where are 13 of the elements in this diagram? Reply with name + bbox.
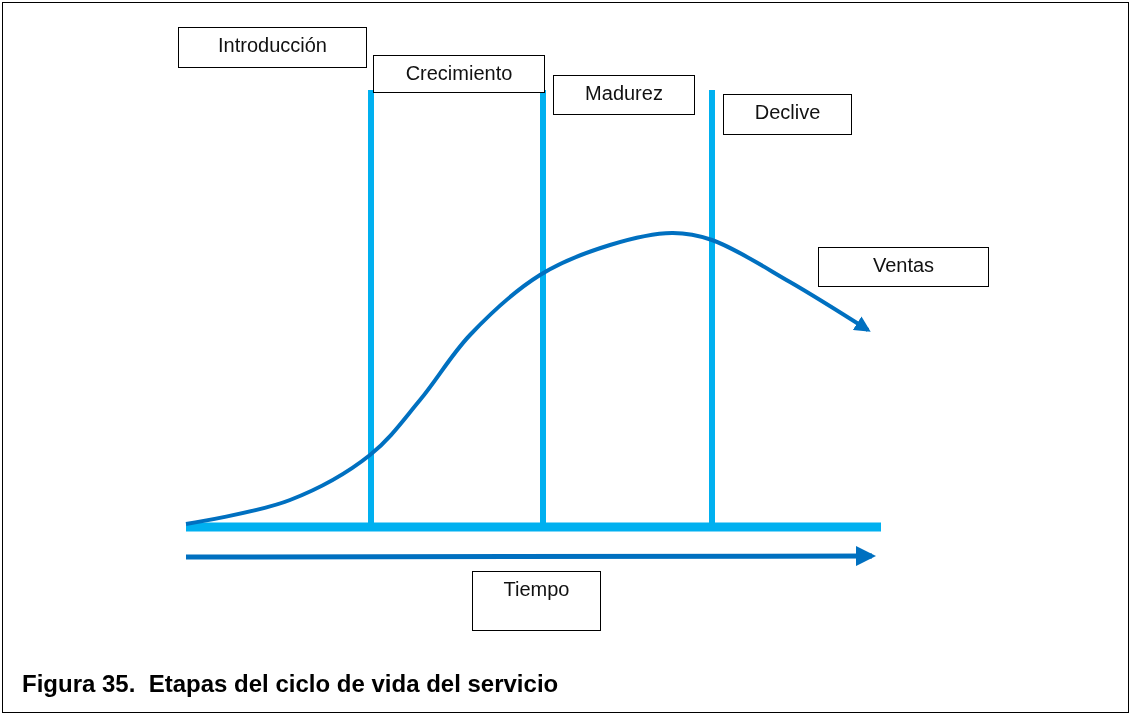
stage-label-box — [178, 27, 367, 68]
label-text: Introducción — [218, 34, 327, 58]
stage-label-box — [472, 571, 601, 631]
stage-label-box — [373, 55, 545, 93]
label-text: Madurez — [585, 82, 663, 106]
stage-label-box — [723, 94, 852, 135]
label-text: Crecimiento — [405, 62, 513, 86]
label-text: Ventas — [872, 254, 935, 278]
stage-label-box — [553, 75, 695, 115]
label-text: Declive — [754, 101, 821, 125]
stage-label-box — [818, 247, 989, 287]
figure-caption: Figura 35. Etapas del ciclo de vida del servicio — [22, 670, 559, 698]
label-text: Tiempo — [503, 578, 570, 602]
